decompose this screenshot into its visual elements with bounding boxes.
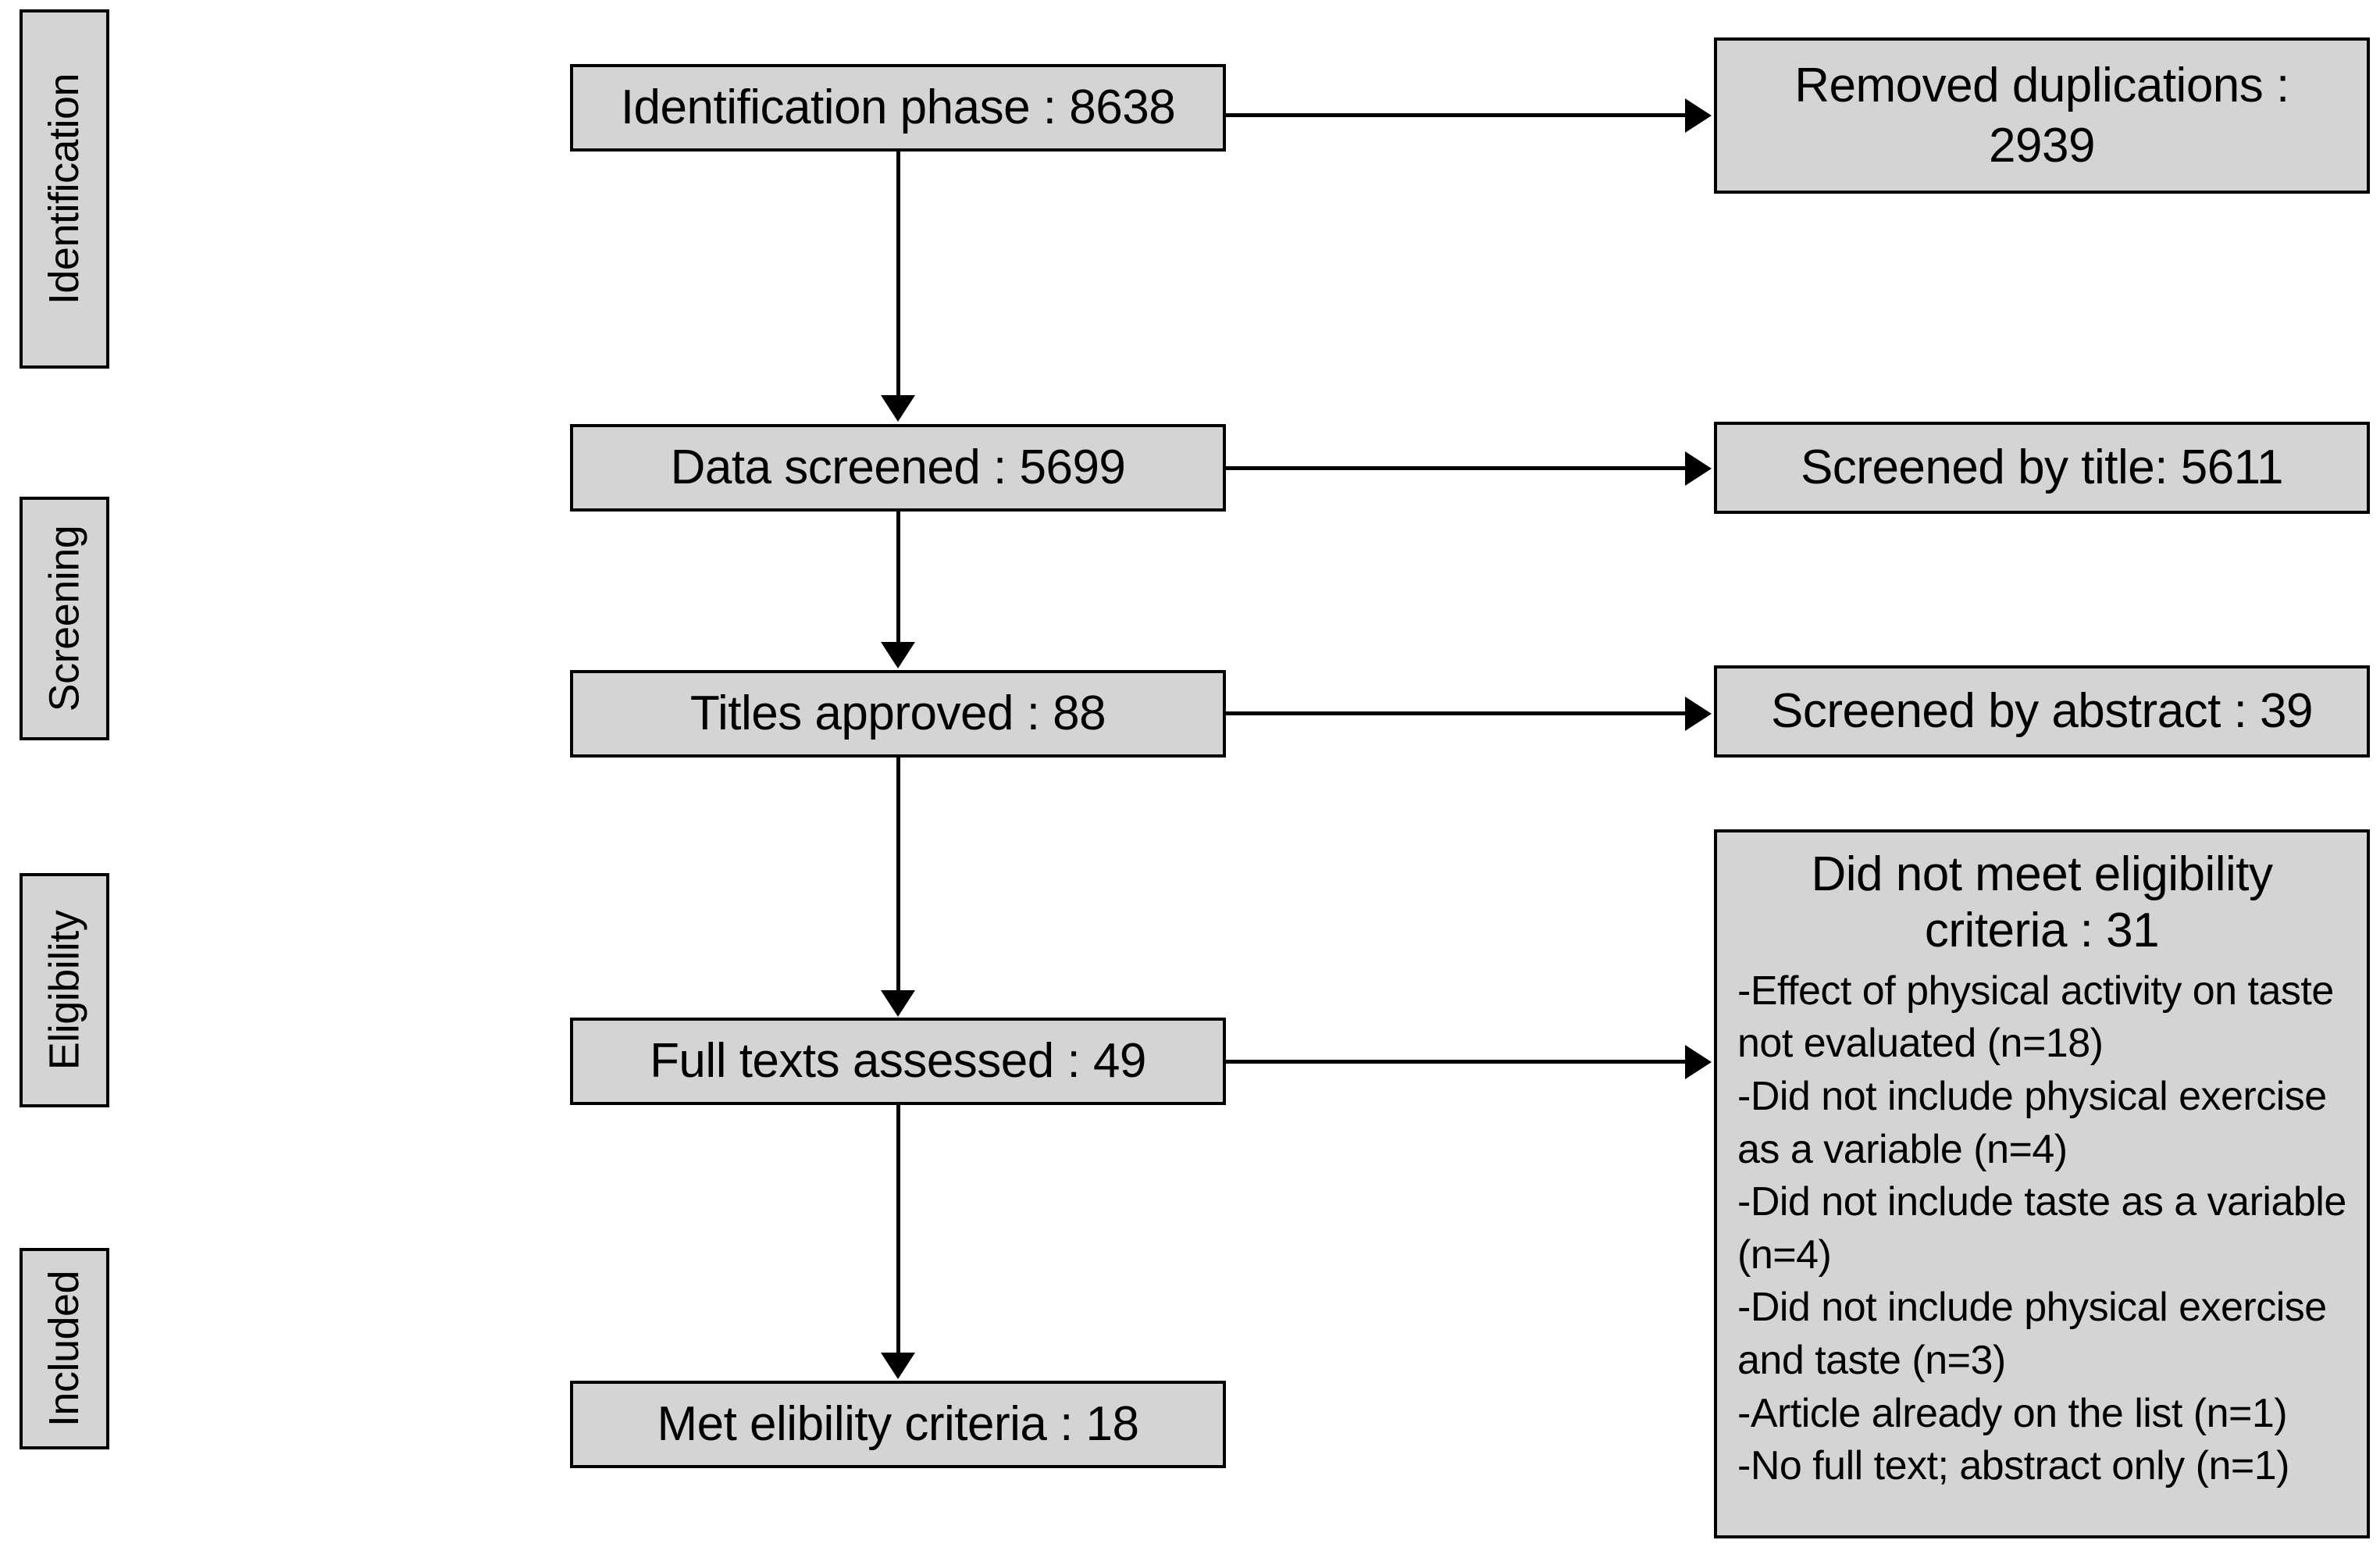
exclusion-reason-item: -No full text; abstract only (n=1) bbox=[1737, 1443, 2289, 1489]
exclusion-box-screened-by-title: Screened by title: 5611 bbox=[1714, 422, 2370, 514]
exclusion-box-removed-duplications: Removed duplications : 2939 bbox=[1714, 37, 2370, 194]
connector-line-screened-to-title-exclusion bbox=[1226, 466, 1688, 470]
stage-label-included-text: Included bbox=[41, 1270, 88, 1428]
exclusion-box-removed-duplications-line2: 2939 bbox=[1989, 119, 2095, 173]
flow-box-full-texts-assessed-label: Full texts assessed : 49 bbox=[650, 1034, 1146, 1089]
exclusion-reason-item: -Effect of physical activity on taste no… bbox=[1737, 968, 2334, 1067]
flow-box-full-texts-assessed: Full texts assessed : 49 bbox=[570, 1018, 1226, 1105]
stage-label-included: Included bbox=[20, 1248, 109, 1449]
flow-box-data-screened: Data screened : 5699 bbox=[570, 424, 1226, 512]
connector-arrowhead-full-texts-to-reasons bbox=[1685, 1045, 1712, 1079]
flow-box-met-eligibility-criteria-label: Met elibility criteria : 18 bbox=[657, 1397, 1139, 1452]
connector-line-full-texts-to-met-criteria bbox=[896, 1105, 900, 1355]
exclusion-box-screened-by-abstract: Screened by abstract : 39 bbox=[1714, 665, 2370, 758]
connector-line-identification-to-screened bbox=[896, 152, 900, 397]
exclusion-reason-item: -Did not include taste as a variable (n=… bbox=[1737, 1179, 2346, 1278]
connector-line-titles-to-full-texts bbox=[896, 758, 900, 992]
connector-line-identification-to-duplications bbox=[1226, 113, 1688, 117]
flow-box-met-eligibility-criteria: Met elibility criteria : 18 bbox=[570, 1381, 1226, 1468]
connector-arrowhead-screened-to-titles bbox=[881, 642, 915, 668]
exclusion-box-screened-by-title-label: Screened by title: 5611 bbox=[1800, 440, 2284, 495]
connector-line-full-texts-to-reasons bbox=[1226, 1060, 1688, 1064]
stage-label-screening-text: Screening bbox=[41, 525, 88, 712]
stage-label-identification: Identification bbox=[20, 9, 109, 369]
exclusion-reasons-title-line2: criteria : 31 bbox=[1924, 903, 2160, 957]
connector-arrowhead-titles-to-full-texts bbox=[881, 990, 915, 1017]
stage-label-eligibility-text: Eligibility bbox=[41, 910, 88, 1071]
stage-label-identification-text: Identification bbox=[41, 73, 88, 305]
connector-arrowhead-full-texts-to-met-criteria bbox=[881, 1353, 915, 1379]
exclusion-reasons-title-line1: Did not meet eligibility bbox=[1811, 847, 2273, 901]
exclusion-reason-item: -Did not include physical exercise as a … bbox=[1737, 1074, 2327, 1172]
connector-arrowhead-titles-to-abstract-exclusion bbox=[1685, 697, 1712, 731]
flow-box-identification-phase-label: Identification phase : 8638 bbox=[620, 80, 1176, 135]
exclusion-box-screened-by-abstract-label: Screened by abstract : 39 bbox=[1770, 684, 2314, 739]
connector-arrowhead-identification-to-duplications bbox=[1685, 98, 1712, 133]
flow-box-data-screened-label: Data screened : 5699 bbox=[670, 440, 1126, 495]
exclusion-box-ineligibility-reasons: Did not meet eligibility criteria : 31 -… bbox=[1714, 829, 2370, 1538]
connector-arrowhead-identification-to-screened bbox=[881, 395, 915, 422]
flow-box-titles-approved: Titles approved : 88 bbox=[570, 670, 1226, 758]
stage-label-eligibility: Eligibility bbox=[20, 873, 109, 1107]
exclusion-box-removed-duplications-line1: Removed duplications : bbox=[1794, 58, 2289, 112]
exclusion-reason-item: -Article already on the list (n=1) bbox=[1737, 1390, 2288, 1436]
connector-line-titles-to-abstract-exclusion bbox=[1226, 711, 1688, 715]
flow-box-identification-phase: Identification phase : 8638 bbox=[570, 64, 1226, 152]
connector-arrowhead-screened-to-title-exclusion bbox=[1685, 451, 1712, 486]
connector-line-screened-to-titles bbox=[896, 512, 900, 644]
exclusion-reasons-title: Did not meet eligibility criteria : 31 bbox=[1737, 847, 2346, 959]
flow-box-titles-approved-label: Titles approved : 88 bbox=[689, 686, 1106, 741]
exclusion-reasons-list: -Effect of physical activity on taste no… bbox=[1737, 965, 2346, 1493]
stage-label-screening: Screening bbox=[20, 497, 109, 740]
exclusion-reason-item: -Did not include physical exercise and t… bbox=[1737, 1285, 2327, 1383]
